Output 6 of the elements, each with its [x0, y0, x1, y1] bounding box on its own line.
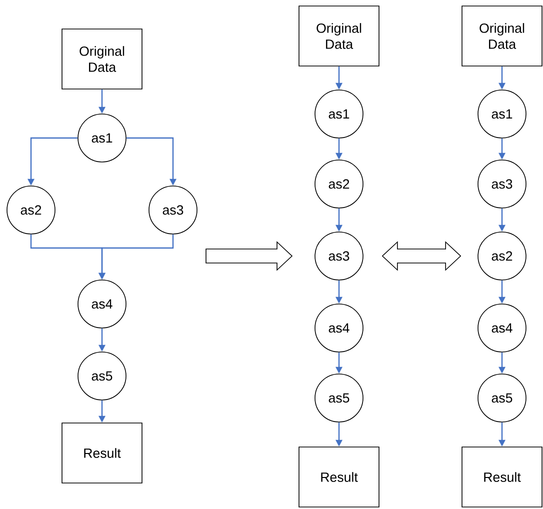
process-box: Result — [62, 422, 142, 484]
process-box: Original Data — [462, 6, 542, 66]
process-box: Original Data — [298, 6, 380, 66]
process-box: Result — [462, 446, 542, 508]
process-box: Original Data — [62, 28, 142, 90]
process-box: Result — [298, 446, 380, 508]
